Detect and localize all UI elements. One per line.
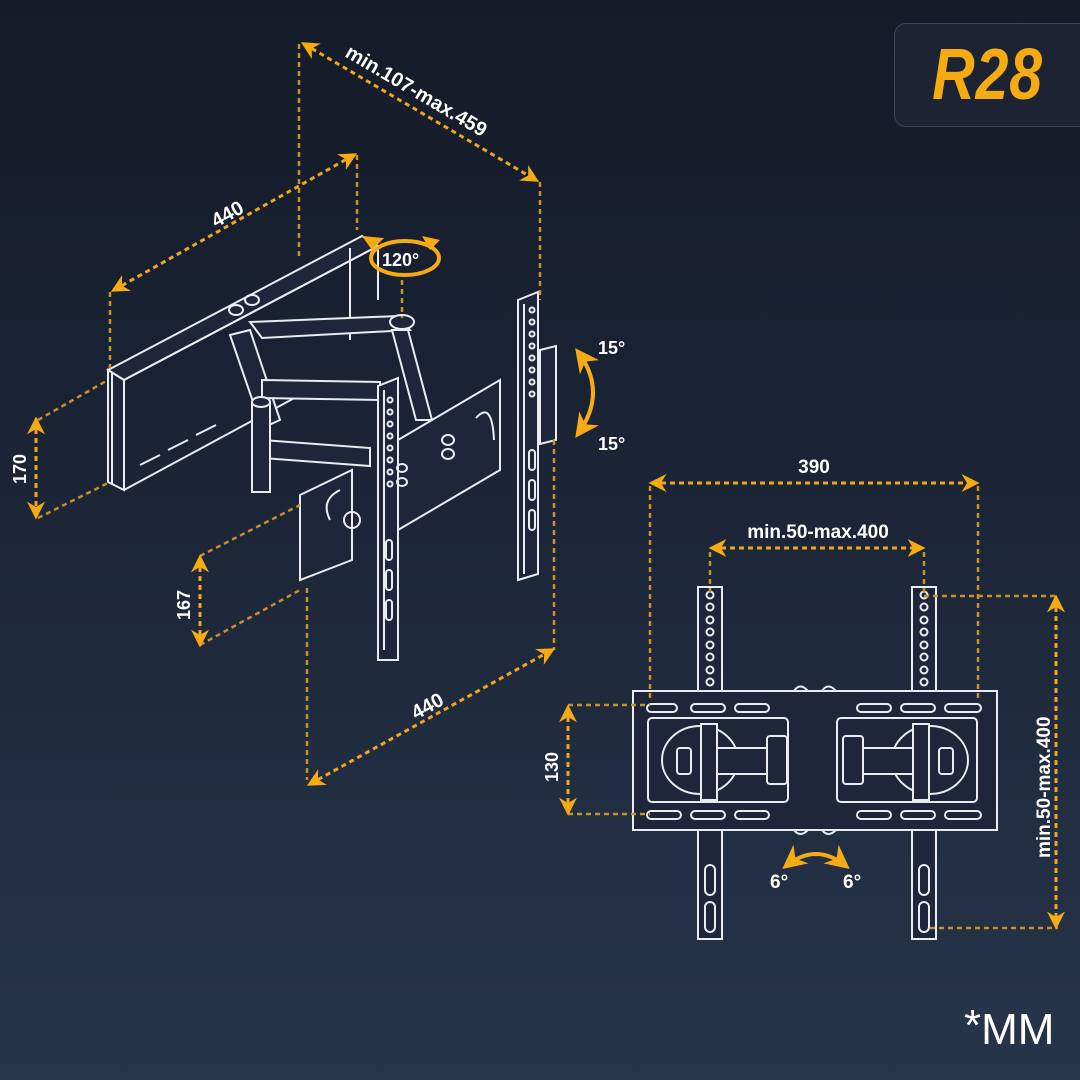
model-badge-text: R28 (932, 35, 1043, 115)
vesa-horizontal-label: min.50-max.400 (747, 522, 889, 543)
swivel-arrow-right-icon (422, 236, 440, 250)
swing-arms (228, 314, 434, 493)
tv-bracket-width-label: 440 (408, 689, 448, 724)
rotation-right-label: 6° (843, 872, 861, 893)
overall-width-label: 390 (798, 457, 830, 478)
front-wall-plate (632, 685, 998, 835)
extension-dimension-line (300, 42, 540, 182)
front-dimension-lines (559, 474, 1065, 930)
unit-asterisk: * (964, 1001, 982, 1050)
plate-height-label: 130 (542, 752, 562, 782)
tv-rail-back (517, 290, 557, 582)
swivel-arrow-left-icon (362, 236, 384, 250)
isometric-dimension-lines (27, 42, 556, 786)
unit-note: *MM (964, 1001, 1055, 1055)
front-view-drawing (632, 586, 998, 940)
tilt-down-label: 15° (598, 434, 625, 454)
arm-plate-height-label: 167 (174, 590, 194, 620)
rotation-indicator (782, 844, 850, 869)
wall-plate-width-label: 440 (208, 197, 248, 232)
wall-plate-height-label: 170 (10, 454, 30, 484)
rotation-left-label: 6° (770, 872, 788, 893)
tilt-indicator (575, 348, 600, 438)
tilt-up-label: 15° (598, 338, 625, 358)
wall-plate-width-dimension-line (110, 153, 358, 292)
unit-text: MM (981, 1005, 1055, 1054)
tilt-head-plate (299, 378, 501, 582)
tv-rail-front (377, 376, 399, 661)
tv-bracket-width-dimension-line (306, 648, 556, 786)
extension-label: min.107-max.459 (341, 41, 490, 141)
vesa-vertical-label: min.50-max.400 (1034, 716, 1055, 858)
model-badge: R28 (894, 23, 1080, 127)
swivel-label: 120° (382, 250, 419, 270)
swivel-indicator (362, 236, 441, 277)
